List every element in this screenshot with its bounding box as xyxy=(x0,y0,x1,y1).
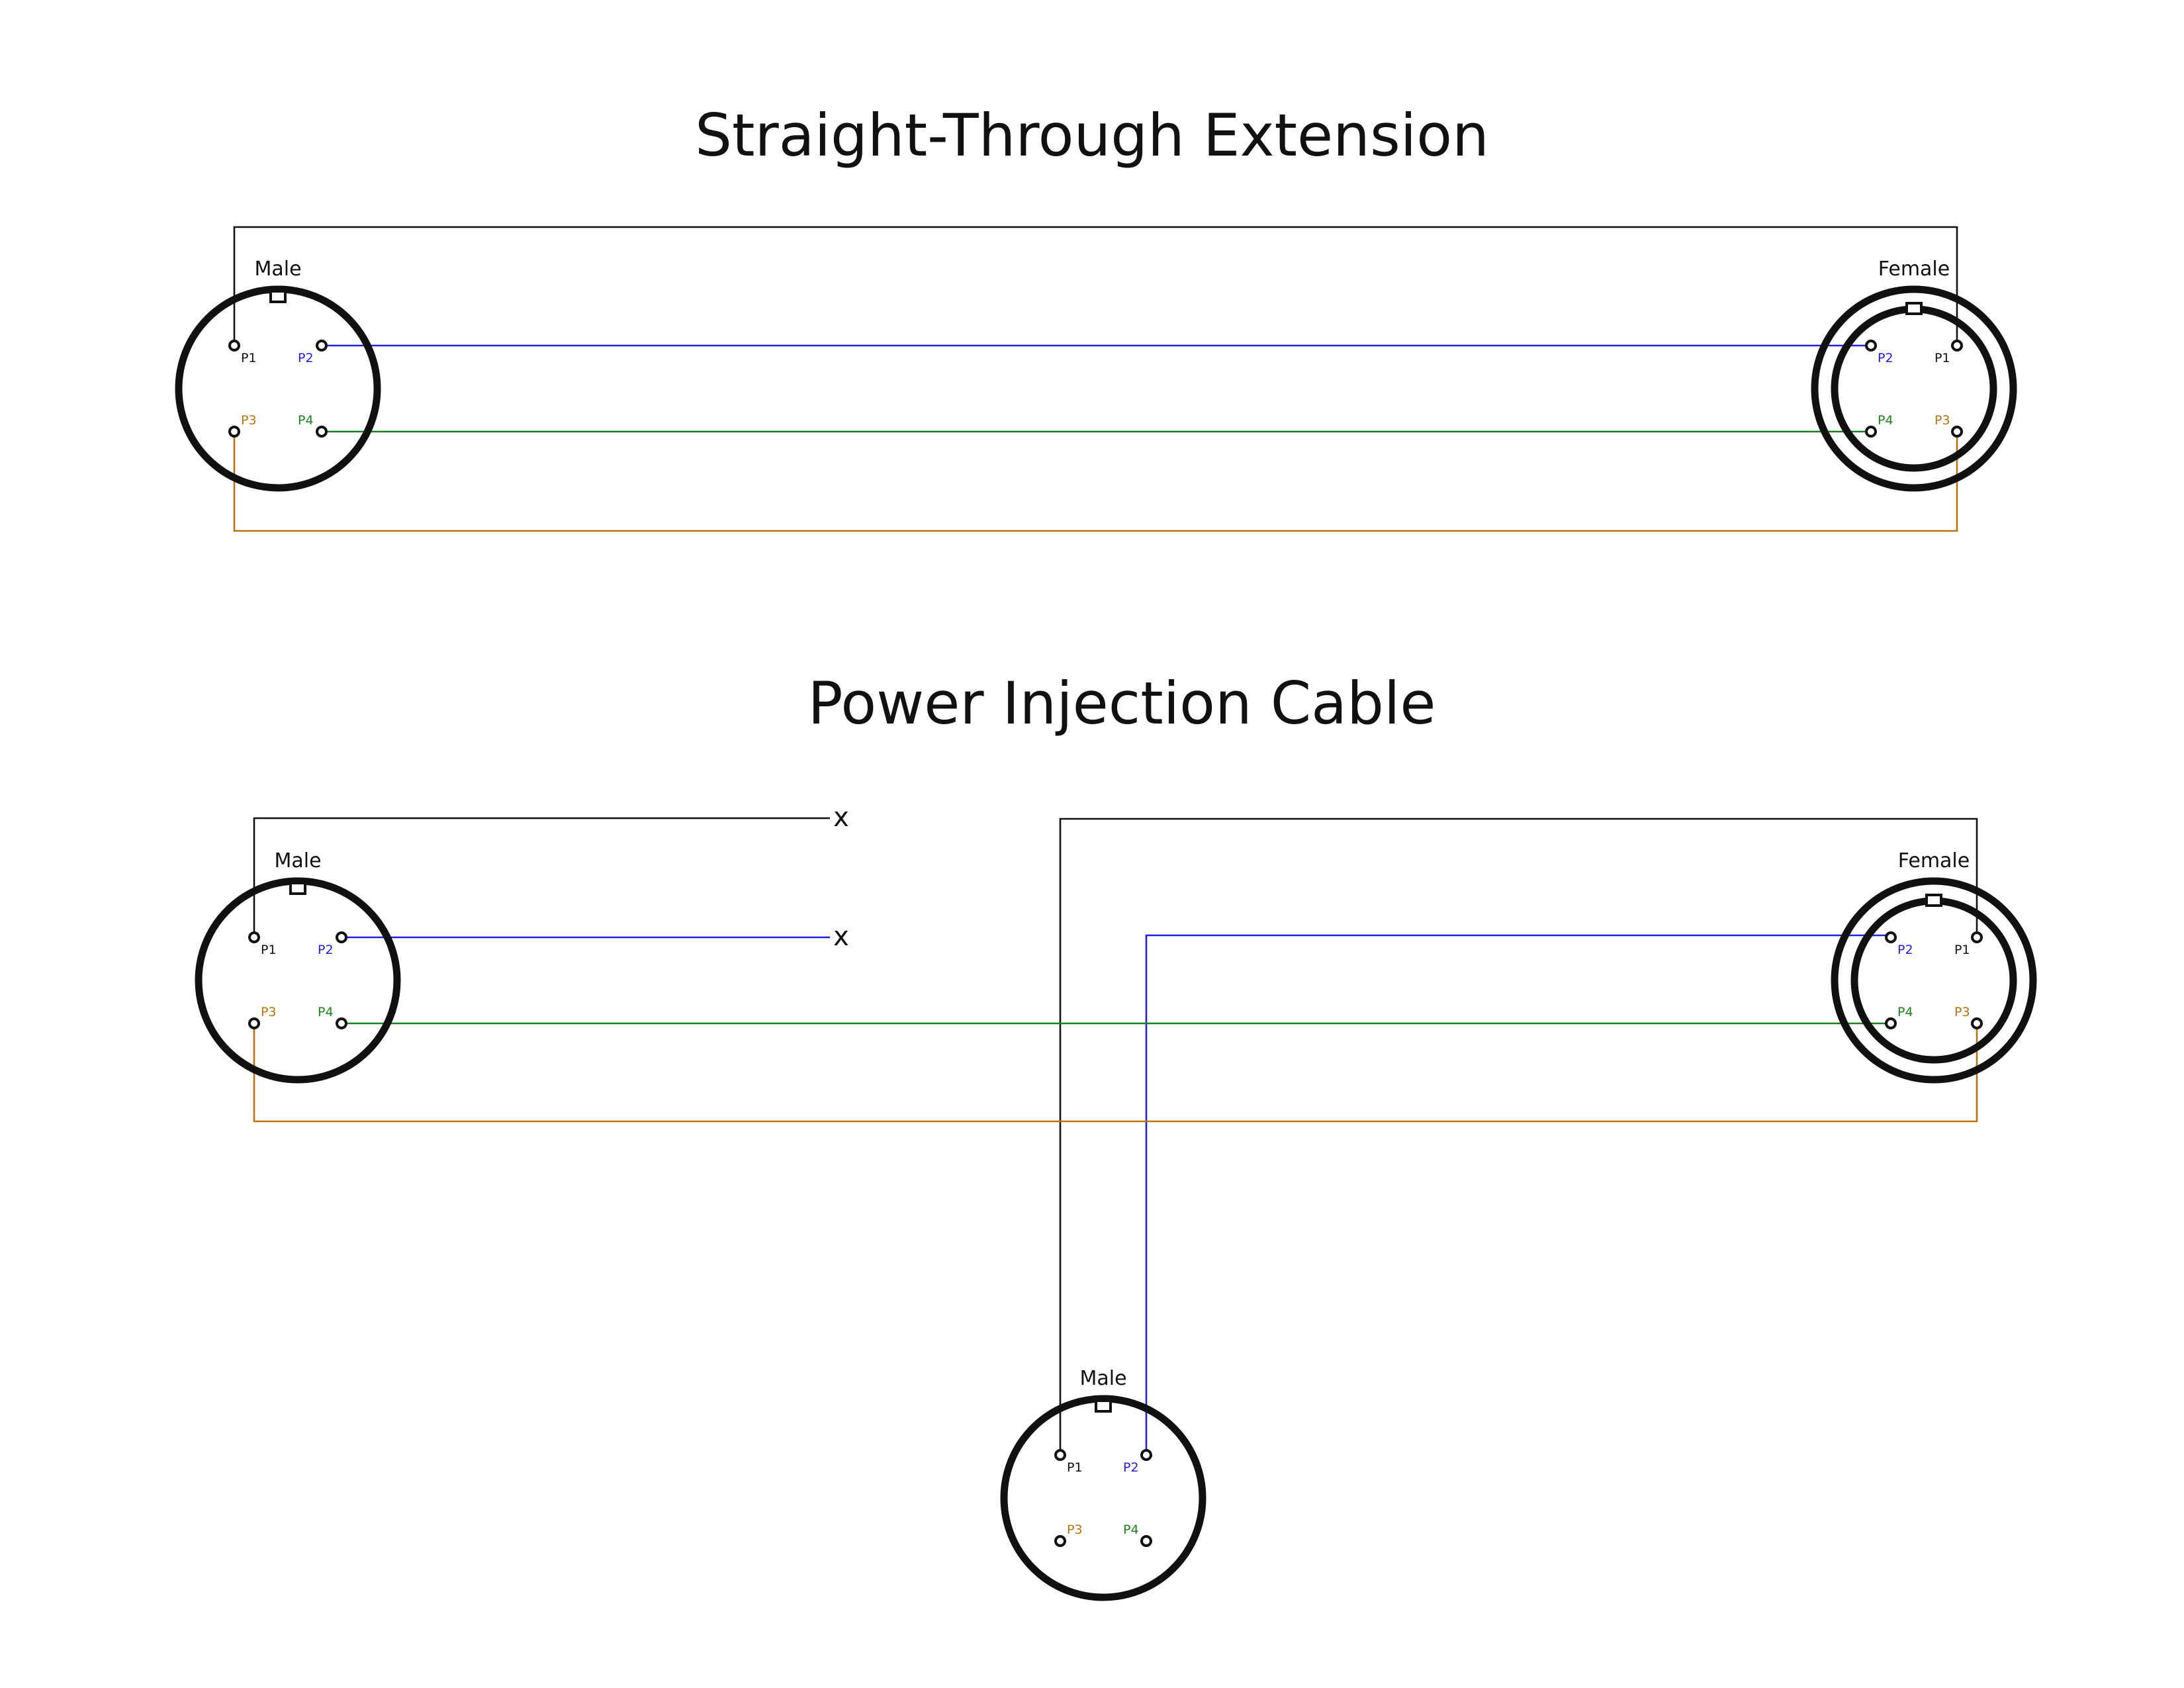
pin-p3 xyxy=(248,1017,260,1029)
connector-key xyxy=(289,882,306,895)
pin-label-p1: P1 xyxy=(261,943,277,957)
female-connector: Female P2 P1 P4 P3 xyxy=(1831,849,2037,1084)
male-connector: Male P1 P2 P3 P4 xyxy=(195,849,401,1084)
pin-p4 xyxy=(1140,1535,1152,1547)
wire-p1-cut xyxy=(253,817,830,937)
wire-termination-x: x xyxy=(833,802,849,833)
female-connector: Female P2 P1 P4 P3 xyxy=(1811,258,2017,492)
pin-p1 xyxy=(1951,340,1963,352)
pin-p3 xyxy=(1971,1017,1983,1029)
connector-key xyxy=(1925,894,1942,907)
wire-p3-straight xyxy=(233,432,1958,532)
pin-label-p1: P1 xyxy=(241,351,257,365)
wire-p2-injection xyxy=(1145,934,1892,1455)
connector-shell-inner xyxy=(1831,305,1997,472)
pin-label-p2: P2 xyxy=(1878,351,1893,365)
connector-shell-outer xyxy=(1831,877,2037,1084)
connector-shell-outer xyxy=(1811,285,2017,492)
connector-shell xyxy=(175,285,381,492)
pin-p1 xyxy=(1971,931,1983,943)
pin-p2 xyxy=(1865,340,1877,352)
pin-label-p3: P3 xyxy=(1934,413,1950,428)
connector-label: Female xyxy=(1898,849,1970,872)
pin-label-p4: P4 xyxy=(1123,1523,1139,1537)
connector-key xyxy=(1095,1399,1112,1413)
pin-p3 xyxy=(1951,426,1963,438)
pin-label-p3: P3 xyxy=(261,1005,277,1019)
pin-label-p4: P4 xyxy=(1878,413,1893,428)
pin-label-p2: P2 xyxy=(318,943,334,957)
connector-shell xyxy=(1000,1395,1206,1601)
wire-termination-x: x xyxy=(833,921,849,952)
pin-label-p3: P3 xyxy=(1954,1005,1970,1019)
section-title-straight-through: Straight-Through Extension xyxy=(695,101,1489,169)
pin-p2 xyxy=(1140,1449,1152,1461)
pin-p3 xyxy=(228,426,240,438)
connector-key xyxy=(1905,302,1923,315)
pin-label-p4: P4 xyxy=(318,1005,334,1019)
pin-p1 xyxy=(248,931,260,943)
pin-label-p1: P1 xyxy=(1934,351,1950,365)
connector-shell xyxy=(195,877,401,1084)
pin-p1 xyxy=(1054,1449,1066,1461)
pin-p2 xyxy=(336,931,347,943)
pin-p4 xyxy=(316,426,328,438)
pin-p3 xyxy=(1054,1535,1066,1547)
connector-label: Male xyxy=(274,849,321,872)
pin-label-p2: P2 xyxy=(1897,943,1913,957)
pin-label-p3: P3 xyxy=(1067,1523,1083,1537)
section-title-power-injection: Power Injection Cable xyxy=(807,669,1435,737)
connector-label: Male xyxy=(254,258,301,281)
pin-p4 xyxy=(336,1017,347,1029)
pin-label-p2: P2 xyxy=(1123,1460,1139,1475)
pin-p4 xyxy=(1885,1017,1897,1029)
wire-p1-injection xyxy=(1059,818,1978,1455)
pin-p2 xyxy=(316,340,328,352)
pin-p2 xyxy=(1885,931,1897,943)
male-connector: Male P1 P2 P3 P4 xyxy=(1000,1367,1206,1601)
pin-label-p1: P1 xyxy=(1067,1460,1083,1475)
pin-label-p1: P1 xyxy=(1954,943,1970,957)
connector-label: Male xyxy=(1079,1367,1126,1390)
pin-label-p4: P4 xyxy=(298,413,314,428)
connector-label: Female xyxy=(1878,258,1950,281)
pin-p4 xyxy=(1865,426,1877,438)
wire-p1-straight xyxy=(233,226,1958,346)
pin-label-p4: P4 xyxy=(1897,1005,1913,1019)
pin-label-p3: P3 xyxy=(241,413,257,428)
pin-p1 xyxy=(228,340,240,352)
wire-p3-through xyxy=(253,1023,1978,1123)
connector-shell-inner xyxy=(1850,897,2017,1064)
connector-key xyxy=(269,290,287,303)
male-connector: Male P1 P2 P3 P4 xyxy=(175,258,381,492)
pin-label-p2: P2 xyxy=(298,351,314,365)
